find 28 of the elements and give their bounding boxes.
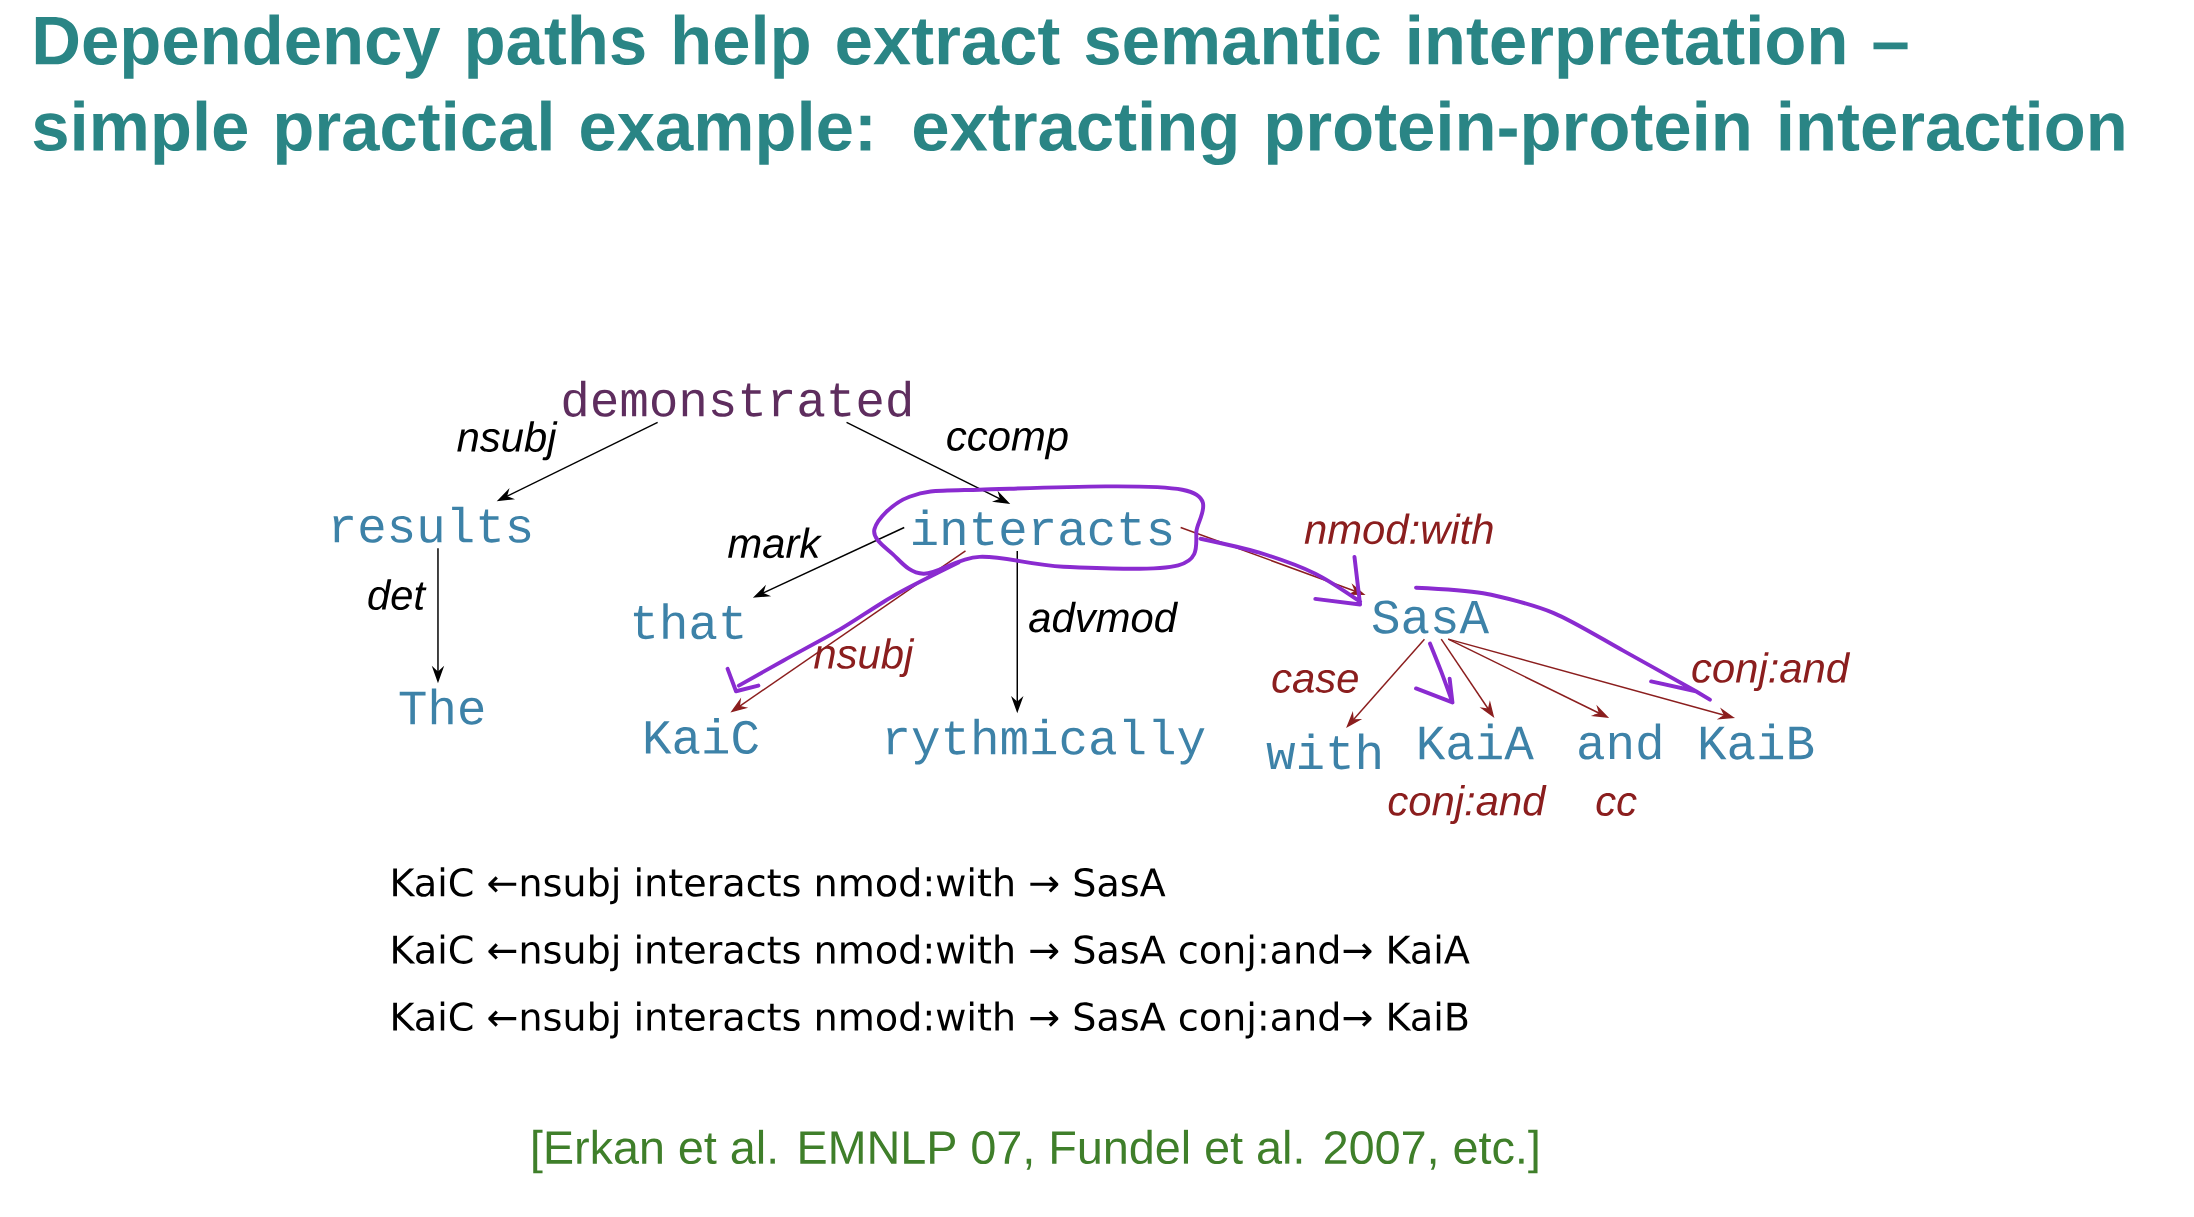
word: and: [1579, 723, 1661, 760]
word: KaiA: [1419, 723, 1534, 760]
word: demonstrated: [563, 380, 911, 417]
path-text: KaiC ←nsubj interacts nmod:with → SasA conj:and→ KaiB: [393, 1001, 1468, 1039]
word: rythmically: [887, 718, 1205, 765]
edge-label: conj:and: [1692, 652, 1851, 691]
edge-label: case: [1272, 669, 1358, 693]
word: The: [399, 688, 484, 725]
word: SasA: [1372, 600, 1490, 634]
citation: [Erkan et al. EMNLP 07, Fundel et al. 2007, etc.]: [533, 1129, 1538, 1174]
word: KaiB: [1700, 723, 1814, 760]
word: results: [333, 506, 531, 543]
word: with: [1266, 733, 1380, 770]
word: interacts: [913, 509, 1172, 546]
edge-label: nsubj: [457, 421, 558, 461]
word: KaiC: [645, 717, 758, 754]
edge-label: conj:and: [1388, 784, 1547, 824]
edge-label: ccomp: [947, 427, 1068, 459]
word: that: [633, 603, 743, 640]
edge-label: advmod: [1029, 601, 1179, 633]
edge-label: mark: [728, 527, 822, 559]
path-text: KaiC ←nsubj interacts nmod:with → SasA: [393, 867, 1166, 904]
edge-label: nmod:with: [1304, 513, 1493, 545]
edge-label: det: [368, 579, 427, 610]
path-text: KaiC ←nsubj interacts nmod:with → SasA conj:and→ KaiA: [393, 934, 1470, 972]
edge-label: nsubj: [814, 638, 915, 677]
slide-title: Dependency paths help extract semantic interpretation – simple practical example: extracting protein-protein interaction: [33, 14, 2124, 165]
edge-label: cc: [1596, 792, 1637, 816]
